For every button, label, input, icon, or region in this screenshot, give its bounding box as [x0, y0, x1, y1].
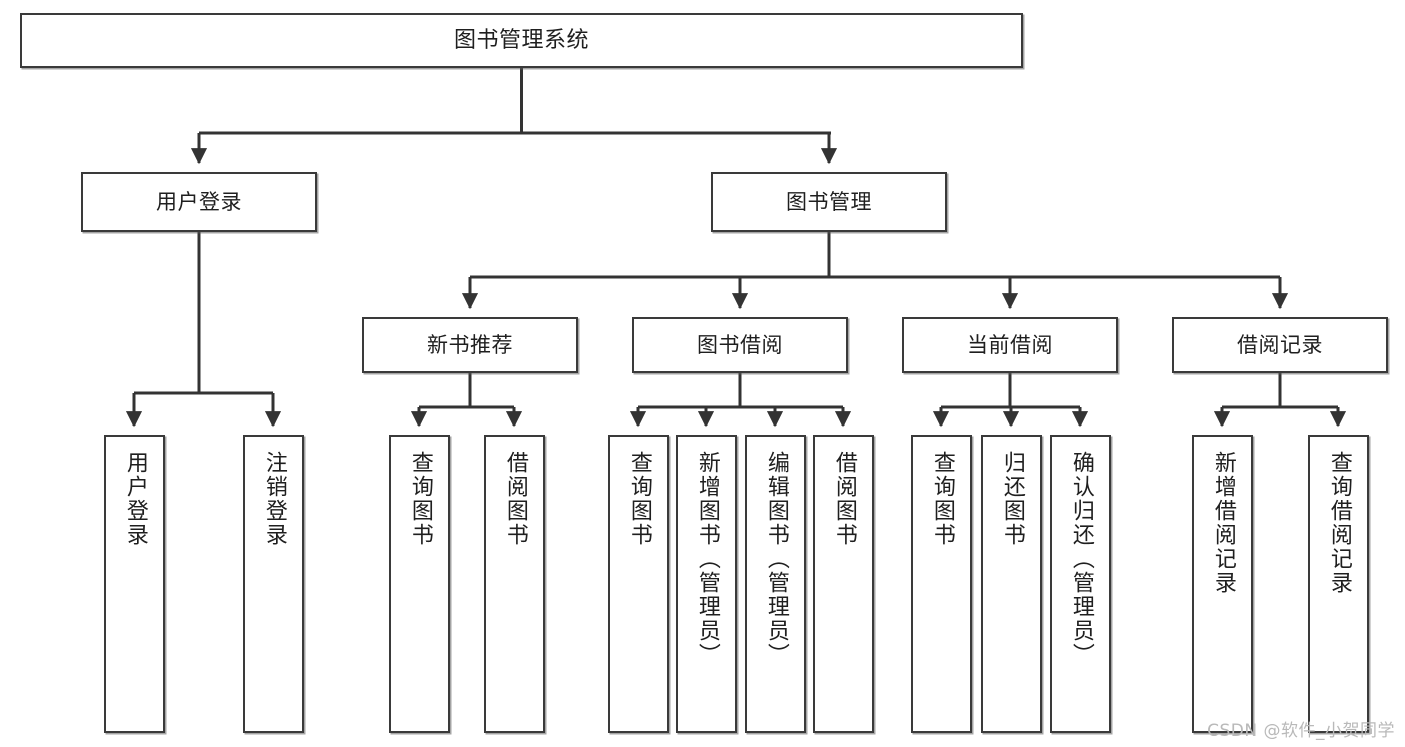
leaf-add-borrow-record[interactable]: 新增借阅记录 [1192, 435, 1253, 733]
leaf-add-book-admin[interactable]: 新增图书（管理员） [676, 435, 737, 733]
leaf-borrow-book-recommend-label: 借阅图书 [502, 451, 528, 547]
leaf-return-book-label: 归还图书 [999, 451, 1025, 547]
leaf-query-book-borrow[interactable]: 查询图书 [608, 435, 669, 733]
leaf-return-book[interactable]: 归还图书 [981, 435, 1042, 733]
node-root[interactable]: 图书管理系统 [20, 13, 1023, 68]
node-current-borrow-label: 当前借阅 [967, 332, 1053, 357]
leaf-query-borrow-record-label: 查询借阅记录 [1326, 451, 1352, 595]
leaf-edit-book-admin[interactable]: 编辑图书（管理员） [745, 435, 806, 733]
node-new-book-recommend-label: 新书推荐 [427, 332, 513, 357]
node-book-management[interactable]: 图书管理 [711, 172, 947, 232]
leaf-logout[interactable]: 注销登录 [243, 435, 304, 733]
node-new-book-recommend[interactable]: 新书推荐 [362, 317, 578, 373]
leaf-confirm-return-admin[interactable]: 确认归还（管理员） [1050, 435, 1111, 733]
leaf-query-borrow-record[interactable]: 查询借阅记录 [1308, 435, 1369, 733]
csdn-watermark: CSDN @软件_小贺同学 [1207, 721, 1395, 741]
node-user-login-label: 用户登录 [156, 189, 242, 214]
leaf-user-login-label: 用户登录 [122, 451, 148, 547]
node-borrow-records-label: 借阅记录 [1237, 332, 1323, 357]
leaf-query-book-recommend-label: 查询图书 [407, 451, 433, 547]
node-current-borrow[interactable]: 当前借阅 [902, 317, 1118, 373]
node-book-borrow[interactable]: 图书借阅 [632, 317, 848, 373]
leaf-add-book-admin-label: 新增图书（管理员） [694, 451, 720, 667]
leaf-user-login[interactable]: 用户登录 [104, 435, 165, 733]
node-borrow-records[interactable]: 借阅记录 [1172, 317, 1388, 373]
node-book-borrow-label: 图书借阅 [697, 332, 783, 357]
node-root-label: 图书管理系统 [453, 27, 589, 53]
leaf-logout-label: 注销登录 [261, 451, 287, 547]
node-user-login[interactable]: 用户登录 [81, 172, 317, 232]
leaf-borrow-book-label: 借阅图书 [831, 451, 857, 547]
leaf-query-book-current[interactable]: 查询图书 [911, 435, 972, 733]
leaf-borrow-book-recommend[interactable]: 借阅图书 [484, 435, 545, 733]
leaf-query-book-borrow-label: 查询图书 [626, 451, 652, 547]
leaf-query-book-current-label: 查询图书 [929, 451, 955, 547]
leaf-confirm-return-admin-label: 确认归还（管理员） [1068, 451, 1094, 667]
leaf-borrow-book[interactable]: 借阅图书 [813, 435, 874, 733]
leaf-edit-book-admin-label: 编辑图书（管理员） [763, 451, 789, 667]
node-book-management-label: 图书管理 [786, 189, 872, 214]
leaf-add-borrow-record-label: 新增借阅记录 [1210, 451, 1236, 595]
leaf-query-book-recommend[interactable]: 查询图书 [389, 435, 450, 733]
